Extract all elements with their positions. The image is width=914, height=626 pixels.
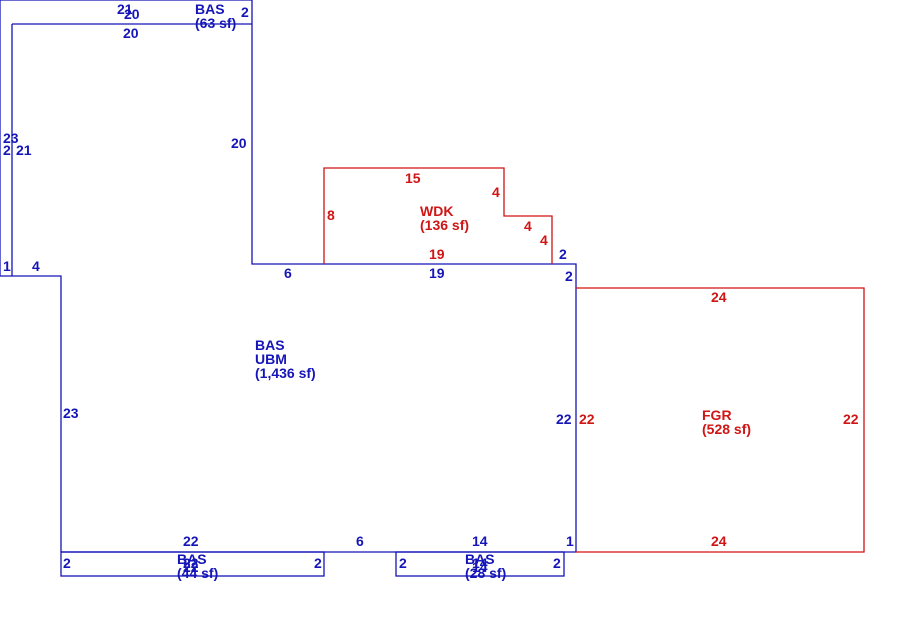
dim-label: 1 bbox=[3, 258, 11, 274]
dim-label: 2 bbox=[565, 268, 573, 284]
dim-label: 24 bbox=[711, 289, 727, 305]
dim-label: 4 bbox=[524, 218, 532, 234]
dim-label: 24 bbox=[711, 533, 727, 549]
dim-label: 2 bbox=[3, 142, 11, 158]
dim-label: 6 bbox=[356, 533, 364, 549]
bas-bottom-right-box bbox=[395, 551, 565, 577]
bas-bottom-left-area: (44 sf) bbox=[177, 565, 218, 581]
dim-label: 6 bbox=[284, 265, 292, 281]
dim-label: 2 bbox=[63, 555, 71, 571]
dim-label: 14 bbox=[472, 533, 488, 549]
dim-label: 14 bbox=[472, 555, 488, 571]
dim-label: 22 bbox=[843, 411, 859, 427]
dim-label: 2 bbox=[399, 555, 407, 571]
dim-label: 4 bbox=[492, 184, 500, 200]
dim-label: 19 bbox=[429, 246, 445, 262]
fgr-area: (528 sf) bbox=[702, 421, 751, 437]
main-area: (1,436 sf) bbox=[255, 365, 316, 381]
dim-label: 22 bbox=[183, 559, 199, 575]
dim-label: 19 bbox=[429, 265, 445, 281]
wdk-outline bbox=[323, 167, 553, 264]
dim-label: 21 bbox=[117, 1, 133, 17]
dim-label: 20 bbox=[123, 25, 139, 41]
dim-label: 23 bbox=[3, 130, 19, 146]
dim-label: 8 bbox=[327, 207, 335, 223]
bas-bottom-right-code: BAS bbox=[465, 551, 495, 567]
dim-label: 2 bbox=[559, 246, 567, 262]
wdk-code: WDK bbox=[420, 203, 453, 219]
dim-label: 22 bbox=[556, 411, 572, 427]
fgr-outline bbox=[576, 287, 865, 553]
dim-label: 22 bbox=[183, 555, 199, 571]
bas-bottom-right-area: (28 sf) bbox=[465, 565, 506, 581]
dim-label: 22 bbox=[183, 533, 199, 549]
main-code-ubm: UBM bbox=[255, 351, 287, 367]
dim-label: 20 bbox=[231, 135, 247, 151]
dim-label: 2 bbox=[314, 555, 322, 571]
dim-label: 4 bbox=[540, 232, 548, 248]
wdk-area: (136 sf) bbox=[420, 217, 469, 233]
dim-label: 23 bbox=[63, 405, 79, 421]
bas-bottom-left-code: BAS bbox=[177, 551, 207, 567]
dim-label: 2 bbox=[553, 555, 561, 571]
fgr-code: FGR bbox=[702, 407, 732, 423]
dim-label: 2 bbox=[241, 4, 249, 20]
dim-label: 20 bbox=[124, 6, 140, 22]
main-code-bas: BAS bbox=[255, 337, 285, 353]
bas-bottom-left-box bbox=[60, 551, 325, 577]
main-outline bbox=[0, 0, 577, 553]
bas-top-area: (63 sf) bbox=[195, 15, 236, 31]
dim-label: 21 bbox=[16, 142, 32, 158]
dim-label: 1 bbox=[566, 533, 574, 549]
dim-label: 15 bbox=[405, 170, 421, 186]
bas-top-code: BAS bbox=[195, 1, 225, 17]
dim-label: 4 bbox=[32, 258, 40, 274]
dim-label: 22 bbox=[579, 411, 595, 427]
dim-label: 14 bbox=[472, 559, 488, 575]
